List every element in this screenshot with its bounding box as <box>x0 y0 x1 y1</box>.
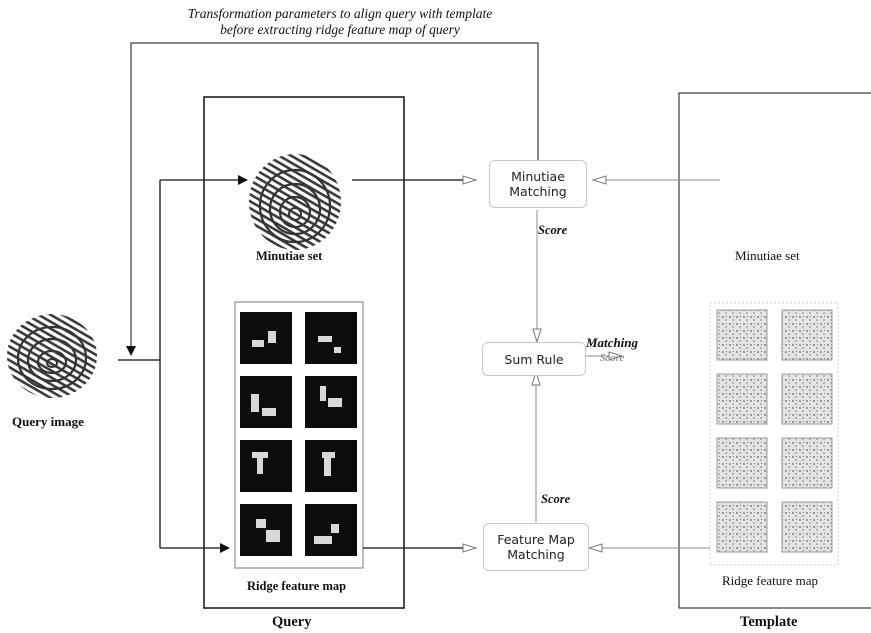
minutiae-matching-line-2: Matching <box>509 184 567 199</box>
template-minutiae-arrow-icon <box>591 175 607 185</box>
arrow-to-ridge-map-icon <box>220 543 230 553</box>
transformation-caption: Transformation parameters to align query… <box>150 6 530 38</box>
caption-line-1: Transformation parameters to align query… <box>187 6 493 21</box>
sum-rule-label: Sum Rule <box>504 351 564 367</box>
template-feature-arrow-icon <box>587 543 603 553</box>
query-split-lines <box>118 179 238 549</box>
query-panel-title: Query <box>272 614 312 630</box>
feature-input-arrow-icon <box>462 543 478 553</box>
minutiae-matching-box: Minutiae Matching <box>489 160 587 208</box>
arrow-to-minutiae-icon <box>238 175 248 185</box>
template-ridge-feature-map <box>709 302 839 566</box>
query-ridge-label: Ridge feature map <box>247 579 347 593</box>
matching-score-output: Matching Score <box>586 335 638 364</box>
score-down-arrow-icon <box>532 328 542 344</box>
caption-line-2: before extracting ridge feature map of q… <box>220 22 460 37</box>
score-bottom-label: Score <box>541 492 571 506</box>
query-ridge-feature-map <box>234 301 364 569</box>
score-up-arrow-icon <box>531 370 541 386</box>
template-panel-title: Template <box>740 614 798 630</box>
template-ridge-label: Ridge feature map <box>722 573 819 588</box>
query-minutiae-fingerprint <box>249 154 341 250</box>
minutiae-matching-line-1: Minutiae <box>511 169 565 184</box>
query-panel-frame <box>203 96 405 609</box>
output-line-1: Matching <box>586 335 639 350</box>
score-top-label: Score <box>538 223 568 237</box>
transformation-feedback-line <box>130 42 539 350</box>
output-line-2: Score <box>599 352 625 364</box>
minutiae-input-arrow-icon <box>462 175 478 185</box>
sum-rule-box: Sum Rule <box>482 342 586 376</box>
template-minutiae-label: Minutiae set <box>735 248 800 263</box>
query-image-label: Query image <box>12 414 84 429</box>
feature-map-matching-line-2: Matching <box>507 547 565 562</box>
query-fingerprint-image <box>7 314 97 398</box>
feature-map-matching-box: Feature Map Matching <box>483 523 589 571</box>
feature-map-matching-line-1: Feature Map <box>497 532 575 547</box>
feedback-arrow-icon <box>126 346 136 356</box>
query-minutiae-label: Minutiae set <box>256 249 323 263</box>
output-arrow-icon <box>608 351 624 361</box>
template-panel-frame <box>678 92 871 609</box>
